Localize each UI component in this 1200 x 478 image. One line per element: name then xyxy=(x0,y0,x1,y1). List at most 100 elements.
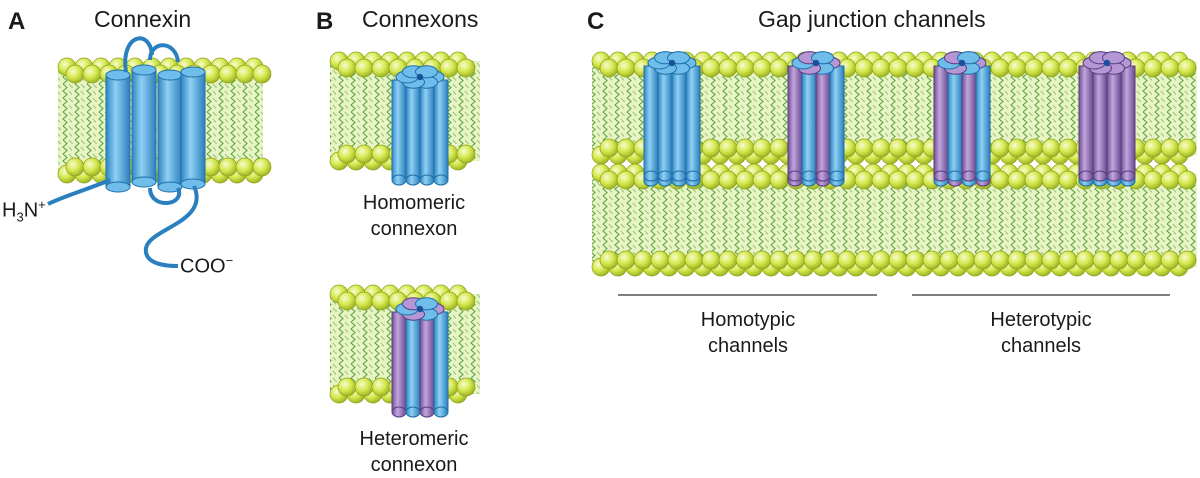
helix-top xyxy=(157,69,183,81)
connexin-subunit xyxy=(433,311,449,413)
pore-dot xyxy=(416,73,424,81)
connexin-subunit xyxy=(815,65,831,177)
helix-bottom xyxy=(180,178,206,190)
lipid-head xyxy=(1041,250,1061,270)
lipid-head xyxy=(769,170,789,190)
lipid-head xyxy=(252,157,272,177)
helix-top xyxy=(105,69,131,81)
diagram-artwork xyxy=(47,36,1197,418)
heteromeric-connexon-label: Heteromeric connexon xyxy=(344,426,484,478)
lipid-head xyxy=(337,144,357,164)
connexin-subunit xyxy=(801,65,817,177)
lipid-head xyxy=(1177,58,1197,78)
subunit-base xyxy=(657,170,673,182)
transmembrane-helix xyxy=(157,74,183,188)
c-terminal-tail xyxy=(143,185,199,268)
helix-bottom xyxy=(105,181,131,193)
heteromeric-line-1: Heteromeric xyxy=(359,428,469,450)
lipid-head xyxy=(599,58,619,78)
panel-a-letter: A xyxy=(8,8,26,35)
lipid-head xyxy=(599,170,619,190)
lipid-head xyxy=(1143,250,1163,270)
lipid-head xyxy=(735,170,755,190)
lipid-head xyxy=(1058,250,1078,270)
subunit-base xyxy=(643,170,659,182)
helix-top xyxy=(180,66,206,78)
lipid-head xyxy=(871,58,891,78)
subunit-base xyxy=(405,174,421,186)
lipid-head xyxy=(456,58,476,78)
lipid-head xyxy=(956,250,976,270)
lipid-head xyxy=(718,138,738,158)
transmembrane-helix xyxy=(180,71,206,185)
subunit-base xyxy=(787,170,803,182)
connexon-top-rosette xyxy=(647,51,697,75)
connexin-subunit xyxy=(1106,65,1122,177)
lipid-head xyxy=(803,250,823,270)
lipid-head xyxy=(1160,58,1180,78)
lipid-head xyxy=(854,170,874,190)
lipid-head xyxy=(1058,138,1078,158)
connexin-subunit xyxy=(433,79,449,181)
subunit-base xyxy=(419,406,435,418)
homomeric-connexon xyxy=(391,65,449,186)
lipid-head xyxy=(837,250,857,270)
connexin-subunit xyxy=(405,79,421,181)
lipid-head xyxy=(1041,170,1061,190)
lipid-head xyxy=(786,250,806,270)
lipid-head xyxy=(990,250,1010,270)
lipid-head xyxy=(1160,250,1180,270)
connexin-subunit xyxy=(405,311,421,413)
lipid-head xyxy=(684,250,704,270)
lipid-head xyxy=(1058,170,1078,190)
transmembrane-helix xyxy=(131,69,157,183)
lipid-head xyxy=(871,138,891,158)
heteromeric-connexon xyxy=(391,297,449,418)
heterotypic-channels-label: Heterotypic channels xyxy=(966,307,1116,359)
subunit-base xyxy=(801,170,817,182)
lipid-head xyxy=(650,250,670,270)
lipid-head xyxy=(1160,170,1180,190)
lipid-head xyxy=(65,64,85,84)
heterotypic-channel-2-upper-connexon xyxy=(1078,51,1136,182)
lipid-head xyxy=(1177,138,1197,158)
connexin-subunit xyxy=(1120,65,1136,177)
lipid-head xyxy=(235,64,255,84)
lipid-head xyxy=(456,144,476,164)
transmembrane-helix xyxy=(105,74,131,188)
lipid-head xyxy=(701,170,721,190)
lipid-head xyxy=(1075,250,1095,270)
lipid-head xyxy=(599,138,619,158)
connexin-subunit xyxy=(1092,65,1108,177)
lipid-head xyxy=(752,138,772,158)
lipid-head xyxy=(616,250,636,270)
lipid-head xyxy=(599,250,619,270)
connexin-subunit xyxy=(419,311,435,413)
panel-b-letter: B xyxy=(316,8,334,35)
subunit-base xyxy=(947,170,963,182)
helix-bottom xyxy=(157,181,183,193)
lipid-head xyxy=(718,170,738,190)
panel-a-title: Connexin xyxy=(94,6,192,32)
lipid-head xyxy=(616,138,636,158)
homomeric-connexon-label: Homomeric connexon xyxy=(349,190,479,242)
lipid-head xyxy=(354,377,374,397)
subunit-base xyxy=(829,170,845,182)
subunit-base xyxy=(961,170,977,182)
lipid-head xyxy=(218,64,238,84)
connexin-subunit xyxy=(1078,65,1094,177)
helix-bottom xyxy=(131,176,157,188)
pore-dot xyxy=(812,59,820,67)
lipid-head xyxy=(456,377,476,397)
heterotypic-line-2: channels xyxy=(1000,335,1082,357)
lipid-head xyxy=(1007,170,1027,190)
intracellular-loop xyxy=(148,187,182,205)
extracellular-loop-2 xyxy=(148,43,180,63)
lipid-head xyxy=(1109,250,1129,270)
pore-dot xyxy=(668,59,676,67)
lipid-head xyxy=(769,58,789,78)
lipid-head xyxy=(888,58,908,78)
lipid-head xyxy=(939,250,959,270)
lipid-head xyxy=(1024,170,1044,190)
pore-dot xyxy=(958,59,966,67)
